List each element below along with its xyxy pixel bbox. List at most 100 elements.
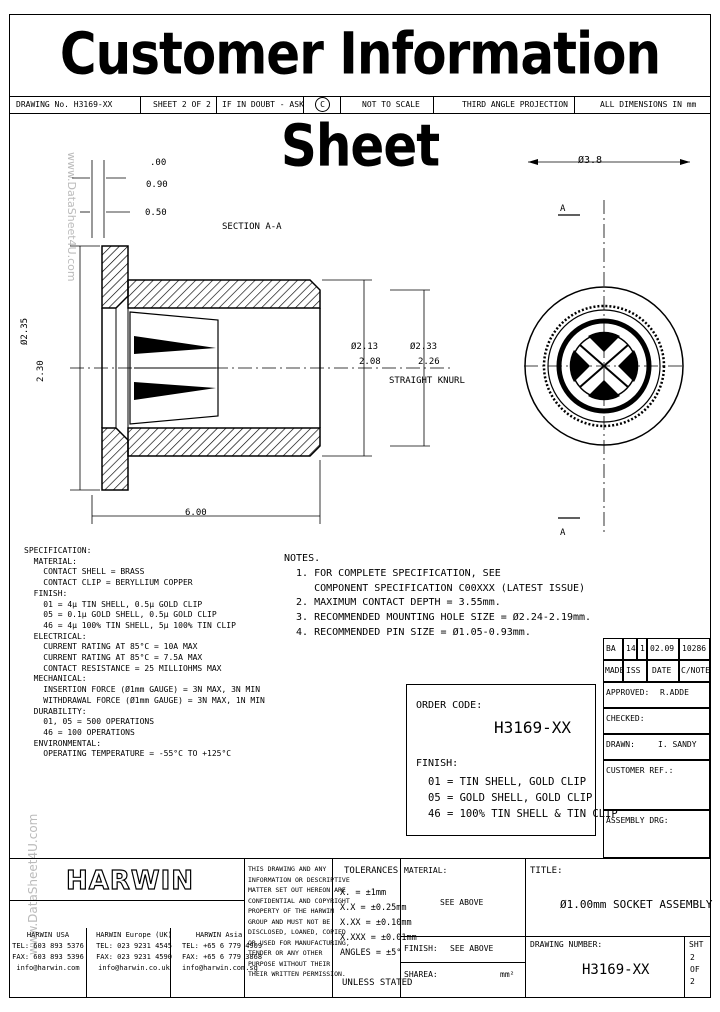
office-line: HARWIN Europe (UK) [96, 931, 172, 939]
harwin-logo: HARWIN [65, 865, 195, 896]
section-drawing [70, 160, 450, 524]
footer-divider [525, 858, 526, 998]
finish-label: FINISH: [404, 944, 438, 953]
footer-divider [244, 858, 245, 998]
sht-value-2: 2 [690, 977, 695, 986]
footer-hline [400, 962, 525, 963]
flange-bottom [101, 427, 129, 491]
dim-dia-end: Ø3.8 [578, 155, 603, 166]
header-if-in-doubt: IF IN DOUBT - ASK [222, 100, 304, 109]
note-line: 3. RECOMMENDED MOUNTING HOLE SIZE = Ø2.2… [284, 612, 592, 624]
office-line: FAX: 023 9231 4590 [96, 953, 172, 961]
rev-cell: 02.09 [647, 638, 679, 660]
sht-of: OF [690, 965, 700, 974]
note-line: NOTES. [284, 553, 321, 564]
flange-top [101, 245, 129, 309]
copyright-line: GROUP AND MUST NOT BE [248, 917, 331, 926]
footer-divider [332, 858, 333, 998]
header-divider [433, 96, 434, 113]
straight-knurl-label: STRAIGHT KNURL [389, 376, 465, 386]
drawn-label: DRAWN: [606, 740, 635, 749]
dim-left-1: Ø2.35 [20, 317, 30, 345]
header-dimensions: ALL DIMENSIONS IN mm [600, 100, 697, 109]
spec-line: 05 = 0.1μ GOLD SHELL, 0.5μ GOLD CLIP [24, 610, 217, 620]
order-code-box [406, 684, 596, 836]
dim-mid-1: Ø2.13 [351, 342, 379, 352]
copyright-line: CONFIDENTIAL AND COPYRIGHT [248, 896, 350, 905]
footer-divider [400, 858, 401, 998]
rev-header: DATE [647, 660, 679, 682]
rev-header: ISS [623, 660, 647, 682]
note-line: COMPONENT SPECIFICATION C00XXX (LATEST I… [284, 582, 586, 594]
section-marker-a-bottom: A [560, 528, 566, 538]
spec-line: CONTACT RESISTANCE = 25 MILLIOHMS MAX [24, 663, 222, 673]
sharea-label: SHAREA: [404, 970, 438, 979]
footer-hline [400, 936, 525, 937]
copyright-line: TENDER OR ANY OTHER [248, 949, 323, 957]
finish-option: 46 = 100% TIN SHELL & TIN CLIP [428, 808, 618, 820]
copyright-icon: C [315, 97, 330, 112]
office-line: TEL: 023 9231 4545 [96, 942, 172, 950]
header-sheet: SHEET 2 OF 2 [153, 100, 211, 109]
spec-line: CONTACT CLIP = BERYLLIUM COPPER [24, 578, 193, 588]
footer-divider [684, 936, 685, 998]
checked-label: CHECKED: [606, 714, 645, 723]
dim-050: 0.50 [145, 208, 167, 218]
rev-header: MADE [603, 660, 624, 682]
copyright-line: OR USED FOR MANUFACTURING, [248, 938, 350, 947]
header-divider [303, 96, 304, 113]
copyright-line: INFORMATION OR DESCRIPTIVE [248, 875, 350, 884]
office-line: HARWIN USA [26, 931, 70, 939]
spec-line: 01, 05 = 500 OPERATIONS [24, 717, 155, 727]
spec-line: WITHDRAWAL FORCE (Ø1mm GAUGE) = 3N MAX, … [24, 695, 265, 705]
material-value: SEE ABOVE [440, 898, 484, 907]
rev-cell: 14 [623, 638, 637, 660]
tolerance-line: X. = ±1mm [340, 888, 387, 898]
approved-value: R.ADDE [660, 688, 689, 697]
office-line: info@harwin.com.sg [182, 964, 258, 972]
spec-line: 01 = 4μ TIN SHELL, 0.5μ GOLD CLIP [24, 599, 203, 609]
finish-option: 01 = TIN SHELL, GOLD CLIP [428, 776, 587, 788]
order-code-value: H3169-XX [494, 718, 572, 737]
note-line: 1. FOR COMPLETE SPECIFICATION, SEE [284, 567, 501, 579]
drawing-number: H3169-XX [582, 962, 650, 978]
dim-mid-2: 2.08 [359, 357, 381, 367]
section-marker-a-top: A [560, 204, 566, 214]
copyright-line: DISCLOSED, LOANED, COPIED [248, 928, 346, 936]
order-code-label: ORDER CODE: [416, 700, 483, 711]
dim-left-2: 2.30 [36, 360, 46, 382]
header-top-line [9, 96, 711, 97]
spec-line: 46 = 4μ 100% TIN SHELL, 5μ 100% TIN CLIP [24, 620, 236, 630]
office-line: TEL: +65 6 779 4909 [182, 942, 263, 950]
dim-top-1: .00 [150, 158, 167, 168]
header-bottom-line [9, 113, 711, 114]
spec-line: ELECTRICAL: [24, 631, 87, 641]
spec-line: CONTACT SHELL = BRASS [24, 567, 145, 577]
spec-line: 46 = 100 OPERATIONS [24, 727, 135, 737]
header-divider [216, 96, 217, 113]
office-line: TEL: 603 893 5376 [12, 942, 84, 950]
sht-value-1: 2 [690, 953, 695, 962]
note-line: 4. RECOMMENDED PIN SIZE = Ø1.05-0.93mm. [284, 626, 531, 638]
spec-line: FINISH: [24, 588, 68, 598]
body-bottom [127, 427, 321, 457]
sharea-unit: mm² [500, 970, 515, 979]
contact-clip [129, 311, 219, 425]
copyright-letter: C [320, 100, 325, 109]
drawn-value: I. SANDY [658, 740, 697, 749]
body-top [127, 279, 321, 309]
spec-line: CURRENT RATING AT 85°C = 7.5A MAX [24, 653, 203, 663]
sht-label: SHT [689, 940, 704, 949]
spec-line: INSERTION FORCE (Ø1mm GAUGE) = 3N MAX, 3… [24, 685, 261, 695]
spec-line: MECHANICAL: [24, 674, 87, 684]
spec-line: SPECIFICATION: [24, 546, 92, 555]
office-line: info@harwin.co.uk [98, 964, 170, 972]
header-projection: THIRD ANGLE PROJECTION [462, 100, 568, 109]
rev-cell: 1 [637, 638, 647, 660]
header-divider [140, 96, 141, 113]
unless-stated: UNLESS STATED [342, 978, 413, 988]
section-label: SECTION A-A [222, 222, 282, 232]
rev-cell: 10286 [679, 638, 710, 660]
